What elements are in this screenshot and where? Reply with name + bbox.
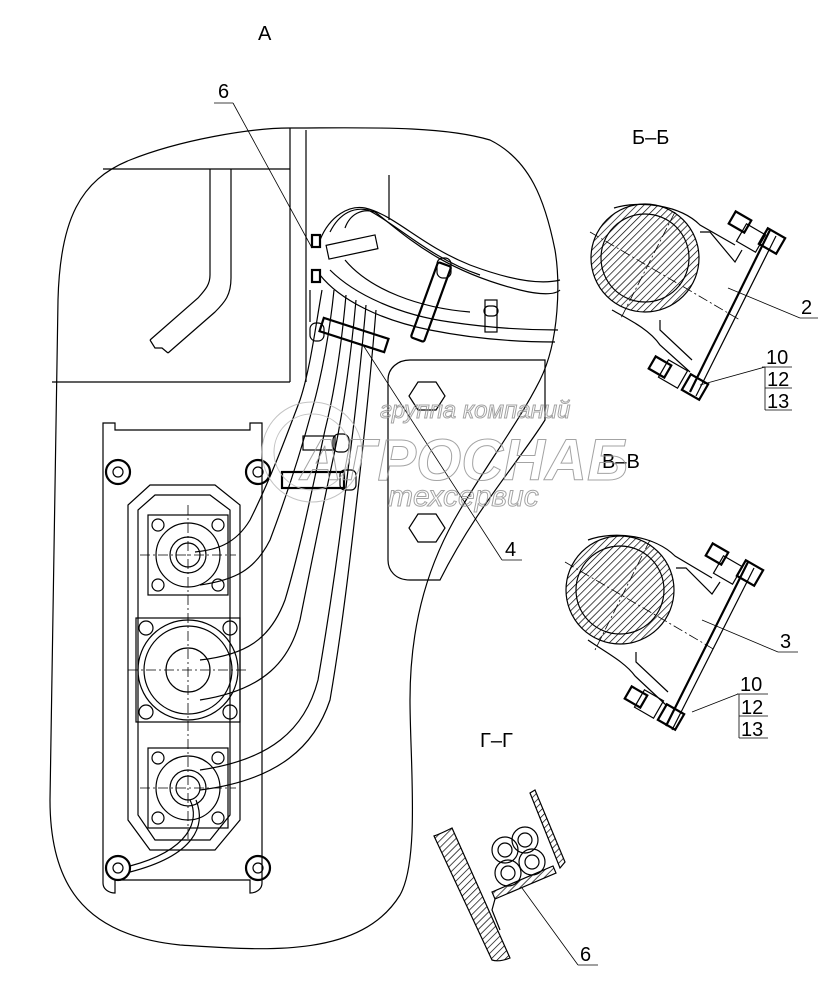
main-view-outline (49, 127, 559, 950)
cable-bundle-upper (194, 206, 561, 791)
hex-bolt-upper (408, 381, 446, 411)
callout-13-vv: 13 (741, 719, 763, 741)
cable-bundle-cross-section (491, 826, 546, 887)
watermark-gear-icon (261, 401, 363, 503)
main-callouts: 6 4 (214, 81, 522, 561)
callout-10-bb: 10 (766, 347, 788, 369)
section-gg: 6 (433, 789, 598, 966)
callout-12-vv: 12 (741, 697, 763, 719)
connector-panel (102, 422, 272, 894)
callout-10-vv: 10 (740, 674, 762, 696)
mount-bolt-bl (104, 854, 132, 882)
watermark: группа компаний АГРОСНАБ техсервис (261, 397, 629, 514)
watermark-line2: АГРОСНАБ (298, 428, 628, 493)
callout-13-bb: 13 (767, 391, 789, 413)
callout-3-vv: 3 (780, 631, 791, 653)
view-label-vv: В–В (602, 451, 640, 473)
watermark-line3: техсервис (388, 480, 539, 513)
callout-12-bb: 12 (767, 369, 789, 391)
view-label-gg: Г–Г (480, 730, 513, 752)
cable-ties (280, 233, 499, 491)
watermark-line1: группа компаний (380, 397, 570, 424)
section-bb: 2 10 12 13 (589, 203, 818, 413)
callout-6-main: 6 (218, 81, 229, 103)
view-label-bb: Б–Б (632, 127, 669, 149)
mount-bolt-tl (104, 458, 132, 486)
bracket-plate (387, 359, 546, 581)
callout-4-main: 4 (505, 539, 516, 561)
view-label-a: А (258, 23, 272, 45)
connector-2 (128, 617, 248, 723)
mount-bolt-tr (244, 458, 272, 486)
callout-2-bb: 2 (801, 297, 812, 319)
connector-3 (140, 747, 236, 829)
callout-6-gg: 6 (580, 944, 591, 966)
mount-bolt-br (244, 854, 272, 882)
hex-bolt-lower (408, 513, 446, 543)
section-vv: 3 10 12 13 (564, 534, 798, 741)
connector-1 (140, 514, 236, 596)
